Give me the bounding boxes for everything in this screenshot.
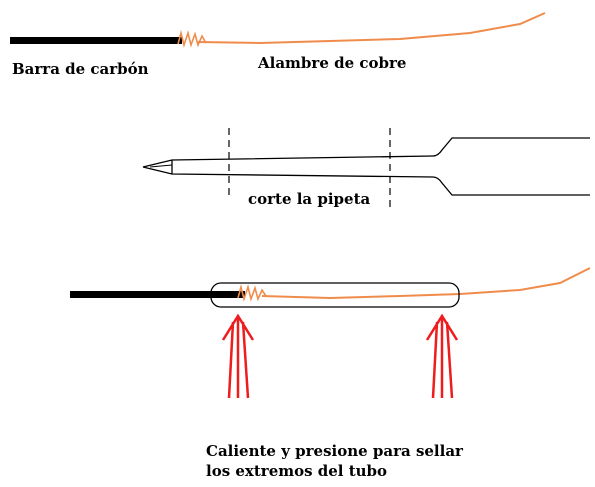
copper-wire	[197, 12, 546, 45]
pipette-outline	[142, 137, 590, 196]
pipette-tip-inner	[149, 164, 173, 168]
cut-pipette-label: corte la pipeta	[248, 190, 371, 208]
arrow-right	[425, 313, 459, 399]
heat-arrows	[221, 313, 459, 399]
carbon-rod-in-tube	[70, 291, 245, 298]
carbon-rod	[10, 37, 182, 44]
glass-tube	[210, 282, 460, 308]
copper-wire-in-tube	[261, 267, 591, 300]
step2-pipette	[142, 128, 590, 210]
step1-rod-and-wire	[10, 12, 546, 48]
heat-instruction-line1: Caliente y presione para sellar	[206, 442, 463, 460]
carbon-rod-label: Barra de carbón	[12, 60, 149, 78]
step3-assembly	[70, 267, 591, 308]
wire-coil	[177, 29, 207, 48]
wire-coil-in-tube	[237, 283, 267, 302]
copper-wire-label: Alambre de cobre	[258, 54, 407, 72]
arrow-left	[221, 313, 255, 399]
heat-instruction-line2: los extremos del tubo	[206, 462, 388, 480]
